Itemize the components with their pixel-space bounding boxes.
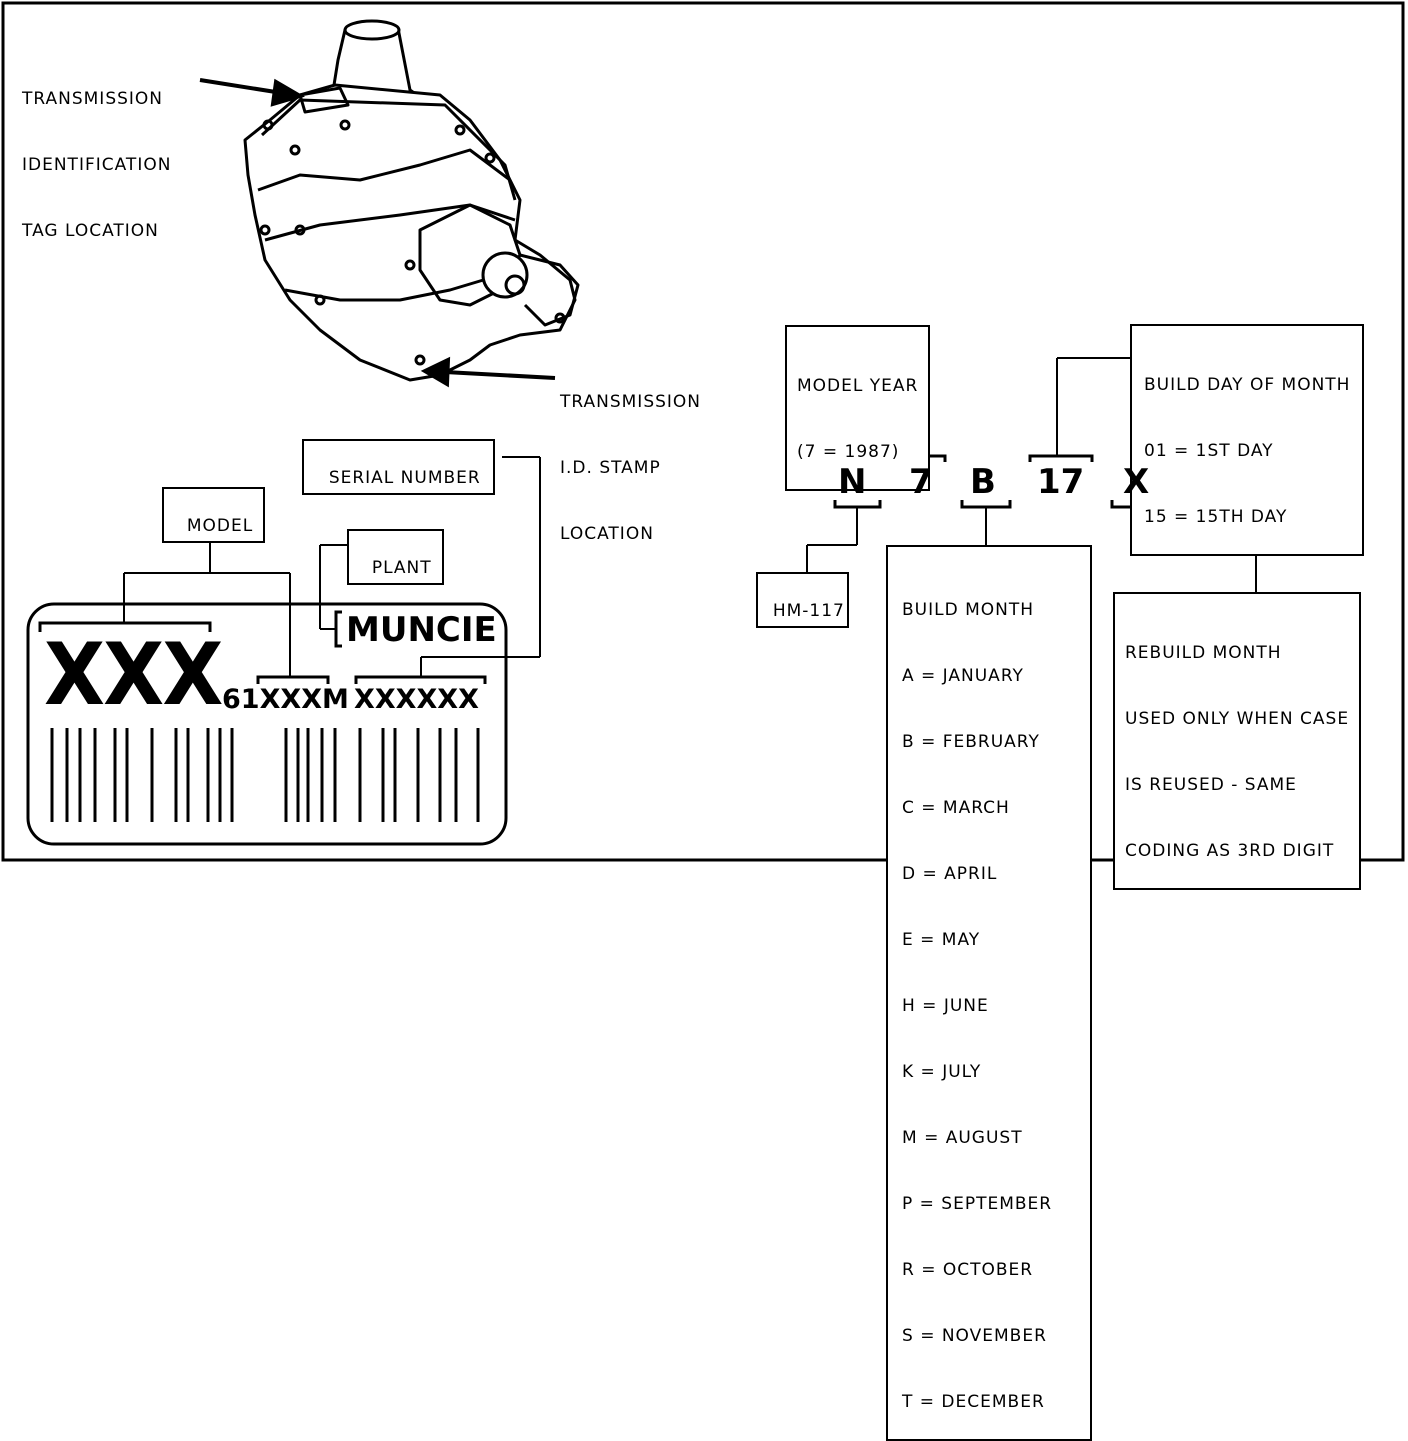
tag-plate-outline — [26, 602, 508, 846]
build-month-box: BUILD MONTH A = JANUARY B = FEBRUARY C =… — [886, 545, 1092, 1441]
build-day-title: BUILD DAY OF MONTH — [1144, 375, 1351, 395]
id-code-char-1: N — [838, 462, 867, 502]
build-month-april: D = APRIL — [902, 864, 998, 884]
rebuild-month-line-3: IS REUSED - SAME — [1125, 775, 1297, 795]
build-month-january: A = JANUARY — [902, 666, 1024, 686]
hm-117-box: HM-117 — [756, 572, 849, 628]
build-month-february: B = FEBRUARY — [902, 732, 1040, 752]
model-year-example: (7 = 1987) — [797, 442, 900, 462]
model-year-title: MODEL YEAR — [797, 376, 919, 396]
tag-model-code: XXX — [44, 625, 223, 725]
id-code-char-3: B — [970, 462, 996, 502]
build-month-march: C = MARCH — [902, 798, 1010, 818]
stamp-location-line-2: I.D. STAMP — [560, 458, 661, 478]
rebuild-month-line-2: USED ONLY WHEN CASE — [1125, 709, 1350, 729]
hm-117-label: HM-117 — [772, 601, 845, 621]
tag-serial-code: XXXXXX — [354, 684, 479, 715]
build-month-august: M = AUGUST — [902, 1128, 1023, 1148]
stamp-location-line-1: TRANSMISSION — [560, 392, 702, 412]
tag-number-prefix: 61XXXM — [222, 684, 349, 715]
id-code-char-2: 7 — [909, 462, 933, 502]
plant-label: PLANT — [371, 558, 432, 578]
diagram-canvas — [1, 1, 1405, 862]
rebuild-month-box: REBUILD MONTH USED ONLY WHEN CASE IS REU… — [1113, 592, 1362, 890]
tag-location-arrowhead — [270, 78, 306, 107]
build-day-example-2: 15 = 15TH DAY — [1144, 507, 1288, 527]
diagram-border — [1, 1, 1405, 862]
rebuild-month-line-4: CODING AS 3RD DIGIT — [1125, 841, 1335, 861]
barcode-graphics — [50, 728, 480, 822]
plant-label-box: PLANT — [347, 529, 444, 585]
stamp-location-line-3: LOCATION — [560, 524, 654, 544]
build-month-title: BUILD MONTH — [902, 600, 1035, 620]
callout-arrows — [199, 78, 556, 388]
build-month-may: E = MAY — [902, 930, 981, 950]
id-code-char-4: 17 — [1037, 462, 1085, 502]
tag-location-line-3: TAG LOCATION — [22, 221, 159, 241]
tag-leader-lines — [123, 456, 541, 677]
tag-location-callout: TRANSMISSION IDENTIFICATION TAG LOCATION — [22, 44, 171, 264]
stamp-location-arrowhead — [420, 356, 451, 388]
build-month-december: T = DECEMBER — [902, 1392, 1045, 1412]
build-month-october: R = OCTOBER — [902, 1260, 1034, 1280]
id-code-char-5: X — [1123, 462, 1150, 502]
build-day-box: BUILD DAY OF MONTH 01 = 1ST DAY 15 = 15T… — [1130, 324, 1365, 556]
serial-number-label-box: SERIAL NUMBER — [302, 439, 495, 495]
build-month-september: P = SEPTEMBER — [902, 1194, 1053, 1214]
build-month-june: H = JUNE — [902, 996, 989, 1016]
tag-location-line-2: IDENTIFICATION — [22, 155, 172, 175]
model-label-box: MODEL — [162, 487, 266, 543]
stamp-location-callout: TRANSMISSION I.D. STAMP LOCATION — [560, 347, 701, 567]
model-label: MODEL — [186, 516, 254, 536]
serial-number-label: SERIAL NUMBER — [328, 468, 481, 488]
rebuild-month-title: REBUILD MONTH — [1125, 643, 1282, 663]
build-month-november: S = NOVEMBER — [902, 1326, 1047, 1346]
transmission-illustration — [243, 19, 580, 382]
build-day-example-1: 01 = 1ST DAY — [1144, 441, 1274, 461]
tag-plant-name: MUNCIE — [346, 610, 497, 650]
stamp-location-arrow-shaft — [444, 370, 556, 380]
tag-location-arrow-shaft — [199, 78, 283, 95]
model-year-box: MODEL YEAR (7 = 1987) — [785, 325, 931, 491]
tag-location-line-1: TRANSMISSION — [22, 89, 164, 109]
build-month-july: K = JULY — [902, 1062, 982, 1082]
